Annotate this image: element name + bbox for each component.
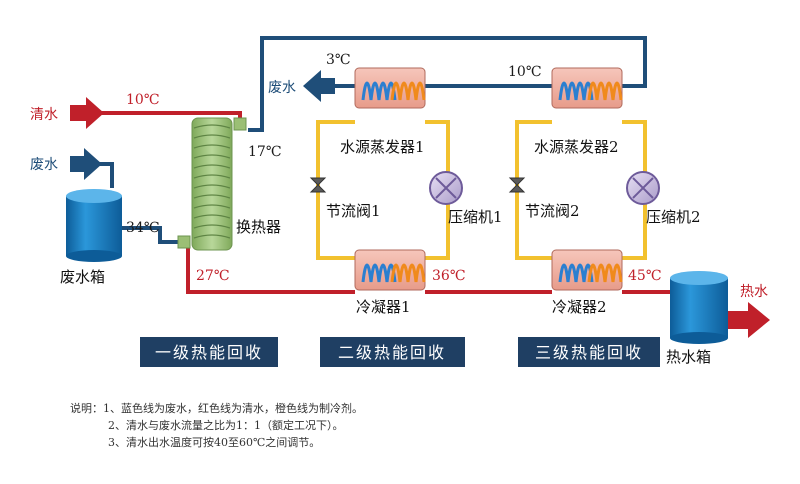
hot-water-out-arrow [728,302,770,338]
compressor-2-label: 压缩机2 [646,208,701,226]
hot-water-out-label: 热水 [740,284,768,300]
evaporator-2-icon [551,67,623,109]
note-line-3: 3、清水出水温度可按40至60℃之间调节。 [108,436,321,449]
evaporator-2-label: 水源蒸发器2 [534,138,619,156]
note-line-2: 2、清水与废水流量之比为1：1（额定工况下）。 [108,419,344,432]
hot-tank-label: 热水箱 [666,348,711,366]
evaporator-1-label: 水源蒸发器1 [340,138,425,156]
stage-band-3: 三级热能回收 [518,337,660,367]
temp-after-condenser-1: 36℃ [432,268,465,284]
waste-tank-icon [66,189,122,262]
temp-waste-out: 3℃ [326,52,351,68]
stage-label-2: 二级热能回收 [338,343,446,362]
temp-waste-after-exchanger: 17℃ [248,144,281,160]
waste-water-out-arrow [303,70,335,102]
condenser-1-icon [354,249,426,291]
valve-1-label: 节流阀1 [326,202,381,220]
stage-label-3: 三级热能回收 [535,343,643,362]
compressor-1-icon [429,171,463,205]
waste-tank-label: 废水箱 [60,268,105,286]
temp-tank-out: 34℃ [126,220,159,236]
condenser-2-label: 冷凝器2 [552,298,607,316]
temp-clean-after-exchanger: 27℃ [196,268,229,284]
valve-2-label: 节流阀2 [525,202,580,220]
clean-water-in-label: 清水 [30,107,58,123]
compressor-2-icon [626,171,660,205]
evaporator-1-icon [354,67,426,109]
temp-after-condenser-2: 45℃ [628,268,661,284]
clean-water-in-arrow [70,97,104,129]
stage-band-1: 一级热能回收 [140,337,278,367]
compressor-1-label: 压缩机1 [448,208,503,226]
valve-1-icon [309,177,327,193]
valve-2-icon [508,177,526,193]
waste-water-out-label: 废水 [268,80,296,96]
temp-waste-mid: 10℃ [508,64,541,80]
condenser-1-label: 冷凝器1 [356,298,411,316]
stage-band-2: 二级热能回收 [320,337,465,367]
temp-clean-in: 10℃ [126,92,159,108]
note-line-1: 说明：1、蓝色线为废水，红色线为清水，橙色线为制冷剂。 [70,402,363,415]
stage-label-1: 一级热能回收 [155,343,263,362]
waste-water-in-arrow [70,148,102,180]
condenser-2-icon [551,249,623,291]
notes: 说明：1、蓝色线为废水，红色线为清水，橙色线为制冷剂。 2、清水与废水流量之比为… [70,400,690,451]
exchanger-label: 换热器 [236,218,281,236]
heat-exchanger-icon [177,117,247,251]
waste-water-lines [80,36,647,244]
waste-water-in-label: 废水 [30,157,58,173]
hot-tank-icon [670,271,728,344]
